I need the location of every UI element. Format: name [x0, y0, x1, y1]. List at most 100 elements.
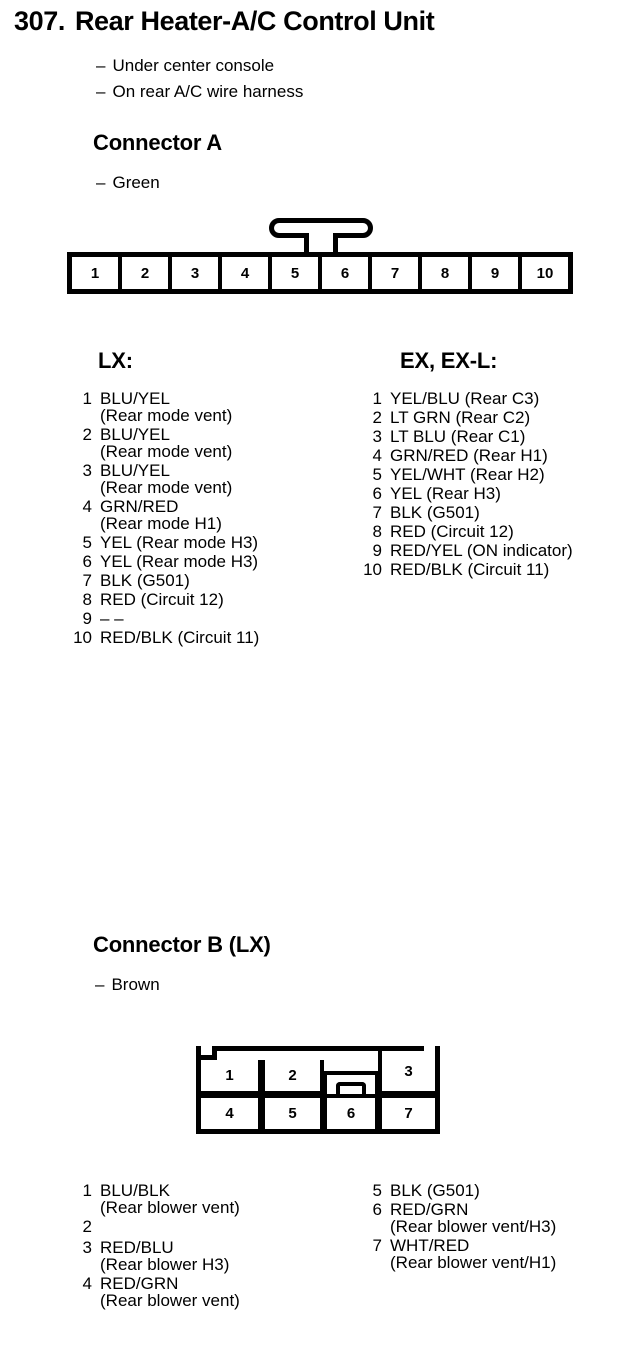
connector-a-lx-pin-number: 10 [73, 628, 92, 647]
connector-a-ex-pin-row: 6 YEL (Rear H3) [356, 485, 636, 502]
connector-a-lx-pin-number: 1 [82, 389, 92, 408]
connector-a-pin-4: 4 [222, 257, 272, 289]
connector-b-right-pin-row: 7 WHT/RED (Rear blower vent/H1) [356, 1237, 636, 1271]
connector-a-lx-pin-number: 6 [82, 552, 92, 571]
connector-a-ex-pin-row: 9 RED/YEL (ON indicator) [356, 542, 636, 559]
connector-a-ex-pin-number: 1 [372, 389, 382, 408]
connector-b-left-pin-row: 2 [66, 1218, 356, 1237]
connector-a-pin-row: 1 2 3 4 5 6 7 8 9 10 [67, 252, 573, 294]
connector-b-diagram: 1 2 3 4 5 6 7 [196, 1046, 440, 1134]
connector-b-right-pin-number: 6 [372, 1200, 382, 1219]
connector-b-notch-left [201, 1046, 217, 1060]
connector-a-pin-6: 6 [322, 257, 372, 289]
location-note-1: –On rear A/C wire harness [96, 82, 303, 102]
connector-b-pin-2: 2 [261, 1060, 324, 1095]
connector-a-lx-pin-text: BLU/YEL (Rear mode vent) [100, 389, 233, 425]
connector-a-ex-pin-number: 6 [372, 484, 382, 503]
connector-a-lx-pin-text: RED (Circuit 12) [100, 590, 224, 609]
dash-glyph: – [96, 56, 106, 75]
connector-b-right-pin-text: RED/GRN (Rear blower vent/H3) [390, 1200, 557, 1236]
connector-a-ex-pin-text: LT GRN (Rear C2) [390, 408, 531, 427]
connector-a-ex-pin-number: 3 [372, 427, 382, 446]
connector-b-left-pin-number: 3 [82, 1238, 92, 1257]
connector-a-color-text: Green [112, 173, 160, 192]
connector-b-left-pin-row: 3 RED/BLU (Rear blower H3) [66, 1239, 356, 1273]
connector-b-right-pin-text: WHT/RED (Rear blower vent/H1) [390, 1236, 557, 1272]
connector-b-pin-4: 4 [201, 1094, 262, 1129]
connector-a-ex-pin-text: YEL/WHT (Rear H2) [390, 465, 545, 484]
connector-a-lx-pin-number: 2 [82, 425, 92, 444]
connector-a-pin-9: 9 [472, 257, 522, 289]
connector-b-right-pin-number: 7 [372, 1236, 382, 1255]
connector-b-color-text: Brown [111, 975, 160, 994]
dash-glyph: – [96, 82, 106, 101]
page-title: 307.Rear Heater-A/C Control Unit [14, 6, 435, 37]
connector-a-lx-pin-text: YEL (Rear mode H3) [100, 552, 259, 571]
connector-a-ex-pin-text: BLK (G501) [390, 503, 480, 522]
connector-a-ex-pin-text: LT BLU (Rear C1) [390, 427, 526, 446]
connector-a-ex-pin-text: RED (Circuit 12) [390, 522, 514, 541]
connector-a-pin-5: 5 [272, 257, 322, 289]
connector-b-right-pin-text: BLK (G501) [390, 1181, 480, 1200]
connector-b-right-pin-number: 5 [372, 1181, 382, 1200]
connector-b-left-pin-list: 1 BLU/BLK (Rear blower vent) 2 3 RED/BLU (Re… [66, 1182, 356, 1311]
connector-a-pin-8: 8 [422, 257, 472, 289]
connector-a-lx-pin-number: 7 [82, 571, 92, 590]
connector-a-ex-pin-text: GRN/RED (Rear H1) [390, 446, 548, 465]
connector-b-right-pin-row: 6 RED/GRN (Rear blower vent/H3) [356, 1201, 636, 1235]
location-note-0: –Under center console [96, 56, 274, 76]
connector-a-diagram: 1 2 3 4 5 6 7 8 9 10 [67, 218, 573, 294]
connector-a-ex-pin-text: YEL (Rear H3) [390, 484, 501, 503]
connector-a-pin-3: 3 [172, 257, 222, 289]
page-title-name: Rear Heater-A/C Control Unit [74, 6, 435, 36]
connector-a-lx-pin-text: GRN/RED (Rear mode H1) [100, 497, 222, 533]
connector-a-lx-pin-text: YEL (Rear mode H3) [100, 533, 259, 552]
connector-b-left-pin-text: RED/BLU (Rear blower H3) [100, 1238, 230, 1274]
connector-a-latch-joint [309, 232, 333, 240]
connector-a-pin-2: 2 [122, 257, 172, 289]
connector-a-pin-7: 7 [372, 257, 422, 289]
connector-b-right-pin-row: 5 BLK (G501) [356, 1182, 636, 1199]
connector-a-ex-pin-number: 9 [372, 541, 382, 560]
connector-a-lx-pin-row: 6 YEL (Rear mode H3) [66, 553, 356, 570]
connector-a-lx-header: LX: [98, 348, 133, 373]
connector-a-heading: Connector A [93, 130, 222, 155]
connector-b-left-pin-number: 1 [82, 1181, 92, 1200]
connector-a-ex-pin-text: RED/BLK (Circuit 11) [390, 560, 550, 579]
connector-a-ex-pin-row: 3 LT BLU (Rear C1) [356, 428, 636, 445]
connector-a-lx-pin-text: BLU/YEL (Rear mode vent) [100, 425, 233, 461]
connector-a-lx-pin-number: 4 [82, 497, 92, 516]
connector-a-ex-pin-row: 7 BLK (G501) [356, 504, 636, 521]
connector-b-pin-3: 3 [378, 1051, 435, 1095]
connector-b-pin-1: 1 [201, 1060, 262, 1095]
connector-b-latch [336, 1082, 366, 1095]
connector-b-left-pin-row: 1 BLU/BLK (Rear blower vent) [66, 1182, 356, 1216]
connector-a-ex-pin-number: 7 [372, 503, 382, 522]
connector-a-lx-pin-text: – – [100, 609, 124, 628]
connector-b-pin-6: 6 [323, 1094, 379, 1129]
location-note-0-text: Under center console [112, 56, 275, 75]
connector-b-left-pin-number: 2 [82, 1217, 92, 1236]
connector-b-left-pin-number: 4 [82, 1274, 92, 1293]
connector-a-ex-pin-row: 2 LT GRN (Rear C2) [356, 409, 636, 426]
location-note-1-text: On rear A/C wire harness [112, 82, 304, 101]
connector-a-ex-pin-number: 4 [372, 446, 382, 465]
connector-a-pin-10: 10 [522, 257, 568, 289]
connector-a-ex-pin-text: RED/YEL (ON indicator) [390, 541, 573, 560]
connector-b-left-pin-text: BLU/BLK (Rear blower vent) [100, 1181, 240, 1217]
connector-a-ex-pin-number: 2 [372, 408, 382, 427]
connector-a-lx-pin-number: 3 [82, 461, 92, 480]
connector-a-pin-1: 1 [72, 257, 122, 289]
connector-b-right-pin-list: 5 BLK (G501) 6 RED/GRN (Rear blower vent/H3… [356, 1182, 636, 1273]
